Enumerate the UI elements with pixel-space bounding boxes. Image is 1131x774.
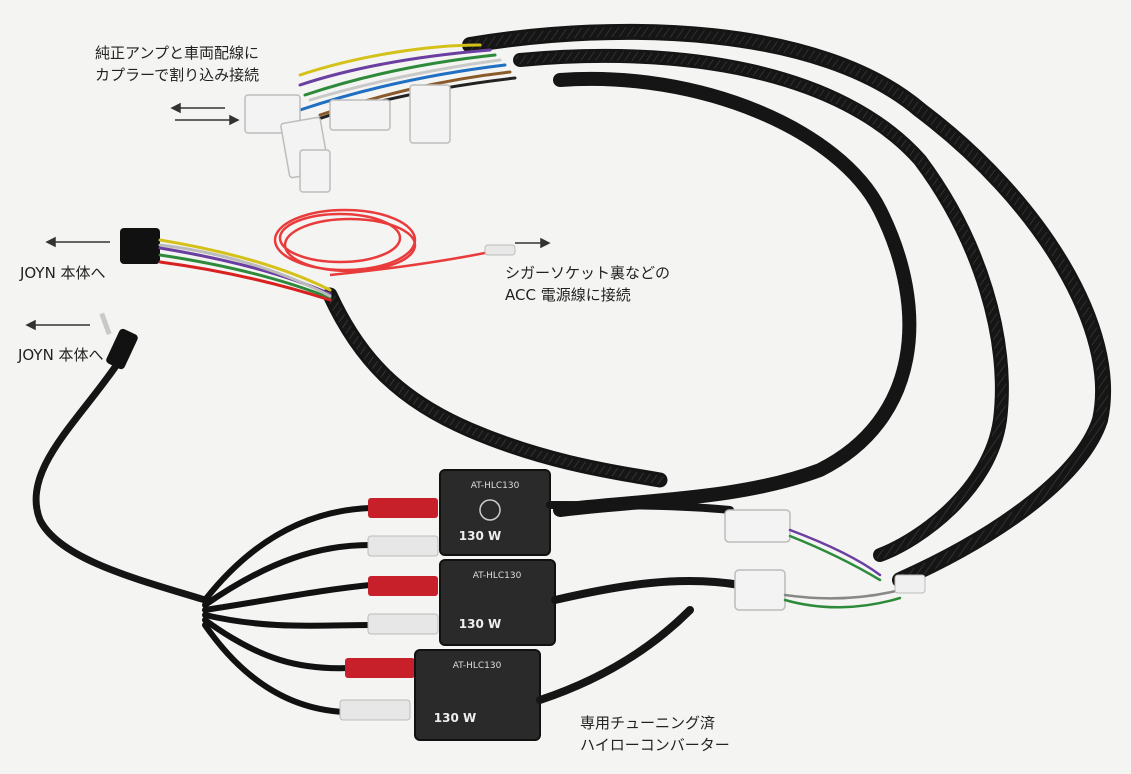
braided-cable-center bbox=[322, 287, 668, 488]
arrow-acc bbox=[515, 237, 551, 249]
top-connectors bbox=[244, 84, 451, 193]
converter-box-1: AT-HLC130 130 W bbox=[439, 469, 551, 556]
rca-cables bbox=[202, 505, 373, 715]
arrow-joyn-2 bbox=[25, 319, 90, 331]
label-acc-line1: シガーソケット裏などの bbox=[505, 264, 671, 282]
label-acc-line2: ACC 電源線に接続 bbox=[505, 286, 631, 304]
red-acc-wire bbox=[273, 208, 491, 277]
label-factory-amp-line2: カプラーで割り込み接続 bbox=[95, 66, 260, 84]
mini-plug-cable bbox=[32, 312, 209, 604]
label-joyn-main-2: JOYN 本体へ bbox=[18, 346, 104, 364]
acc-terminal bbox=[484, 244, 516, 256]
converter-model-2: AT-HLC130 bbox=[473, 571, 522, 581]
arrow-joyn-1 bbox=[45, 236, 110, 248]
converter-rating-1: 130 W bbox=[459, 529, 501, 543]
right-connectors bbox=[724, 509, 926, 611]
label-factory-amp-line1: 純正アンプと車両配線に bbox=[95, 44, 259, 62]
braided-loop-texture bbox=[465, 26, 1109, 585]
converter-output-cables bbox=[536, 501, 744, 704]
label-joyn-main-1: JOYN 本体へ bbox=[20, 264, 106, 282]
label-converter-line1: 専用チューニング済 bbox=[580, 714, 716, 732]
converter-model-3: AT-HLC130 bbox=[453, 661, 502, 671]
arrow-factory-amp bbox=[170, 102, 240, 126]
converter-rating-2: 130 W bbox=[459, 617, 501, 631]
converter-box-3: AT-HLC130 130 W bbox=[414, 649, 541, 741]
middle-harness bbox=[120, 228, 332, 302]
label-converter-line2: ハイローコンバーター bbox=[580, 736, 730, 754]
converter-rating-3: 130 W bbox=[434, 711, 476, 725]
converter-model-1: AT-HLC130 bbox=[471, 481, 520, 491]
converter-box-2: AT-HLC130 130 W bbox=[439, 559, 556, 646]
rca-plugs bbox=[339, 498, 439, 721]
